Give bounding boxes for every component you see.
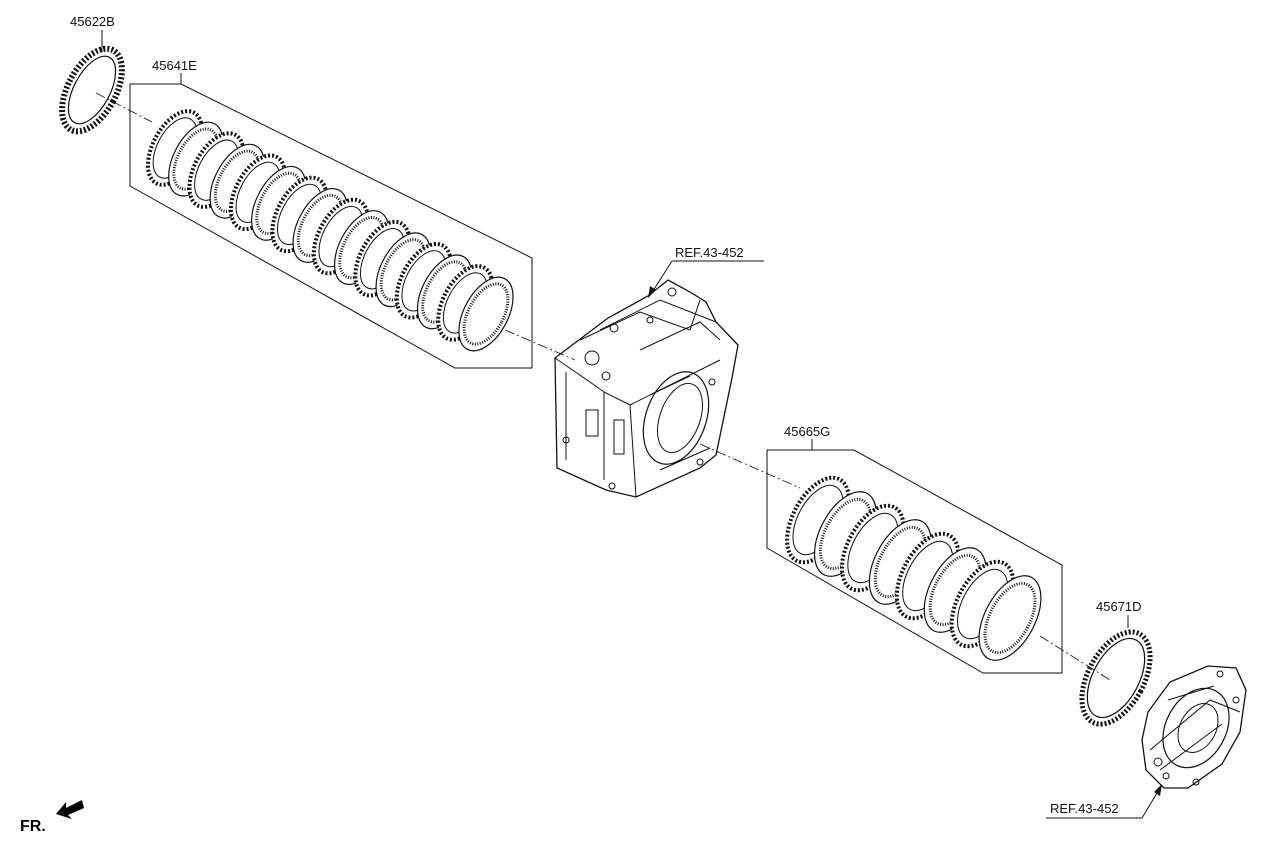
transmission-case[interactable]: [554, 279, 739, 498]
label-ref-bottom: REF.43-452: [1050, 801, 1119, 816]
label-45622B: 45622B: [70, 14, 115, 29]
leader-ref-top: [648, 260, 764, 298]
front-indicator: FR.: [20, 800, 84, 835]
ring-pack-45665G[interactable]: [774, 468, 1053, 671]
label-ref-top: REF.43-452: [675, 245, 744, 260]
clutch-pack-45641E[interactable]: [137, 102, 524, 359]
label-45665G: 45665G: [784, 424, 830, 439]
clutch-ring: [978, 575, 1042, 661]
leader-ref-bottom: [1046, 784, 1162, 819]
front-arrow-icon: [56, 800, 84, 819]
ring-45622B[interactable]: [50, 39, 135, 141]
front-label: FR.: [20, 818, 46, 835]
label-45641E: 45641E: [152, 58, 197, 73]
clutch-disc: [458, 276, 514, 352]
label-45671D: 45671D: [1096, 599, 1142, 614]
ring-45671D[interactable]: [1068, 621, 1164, 736]
rear-cover[interactable]: [1141, 665, 1247, 789]
box-45665G: [766, 449, 1063, 674]
